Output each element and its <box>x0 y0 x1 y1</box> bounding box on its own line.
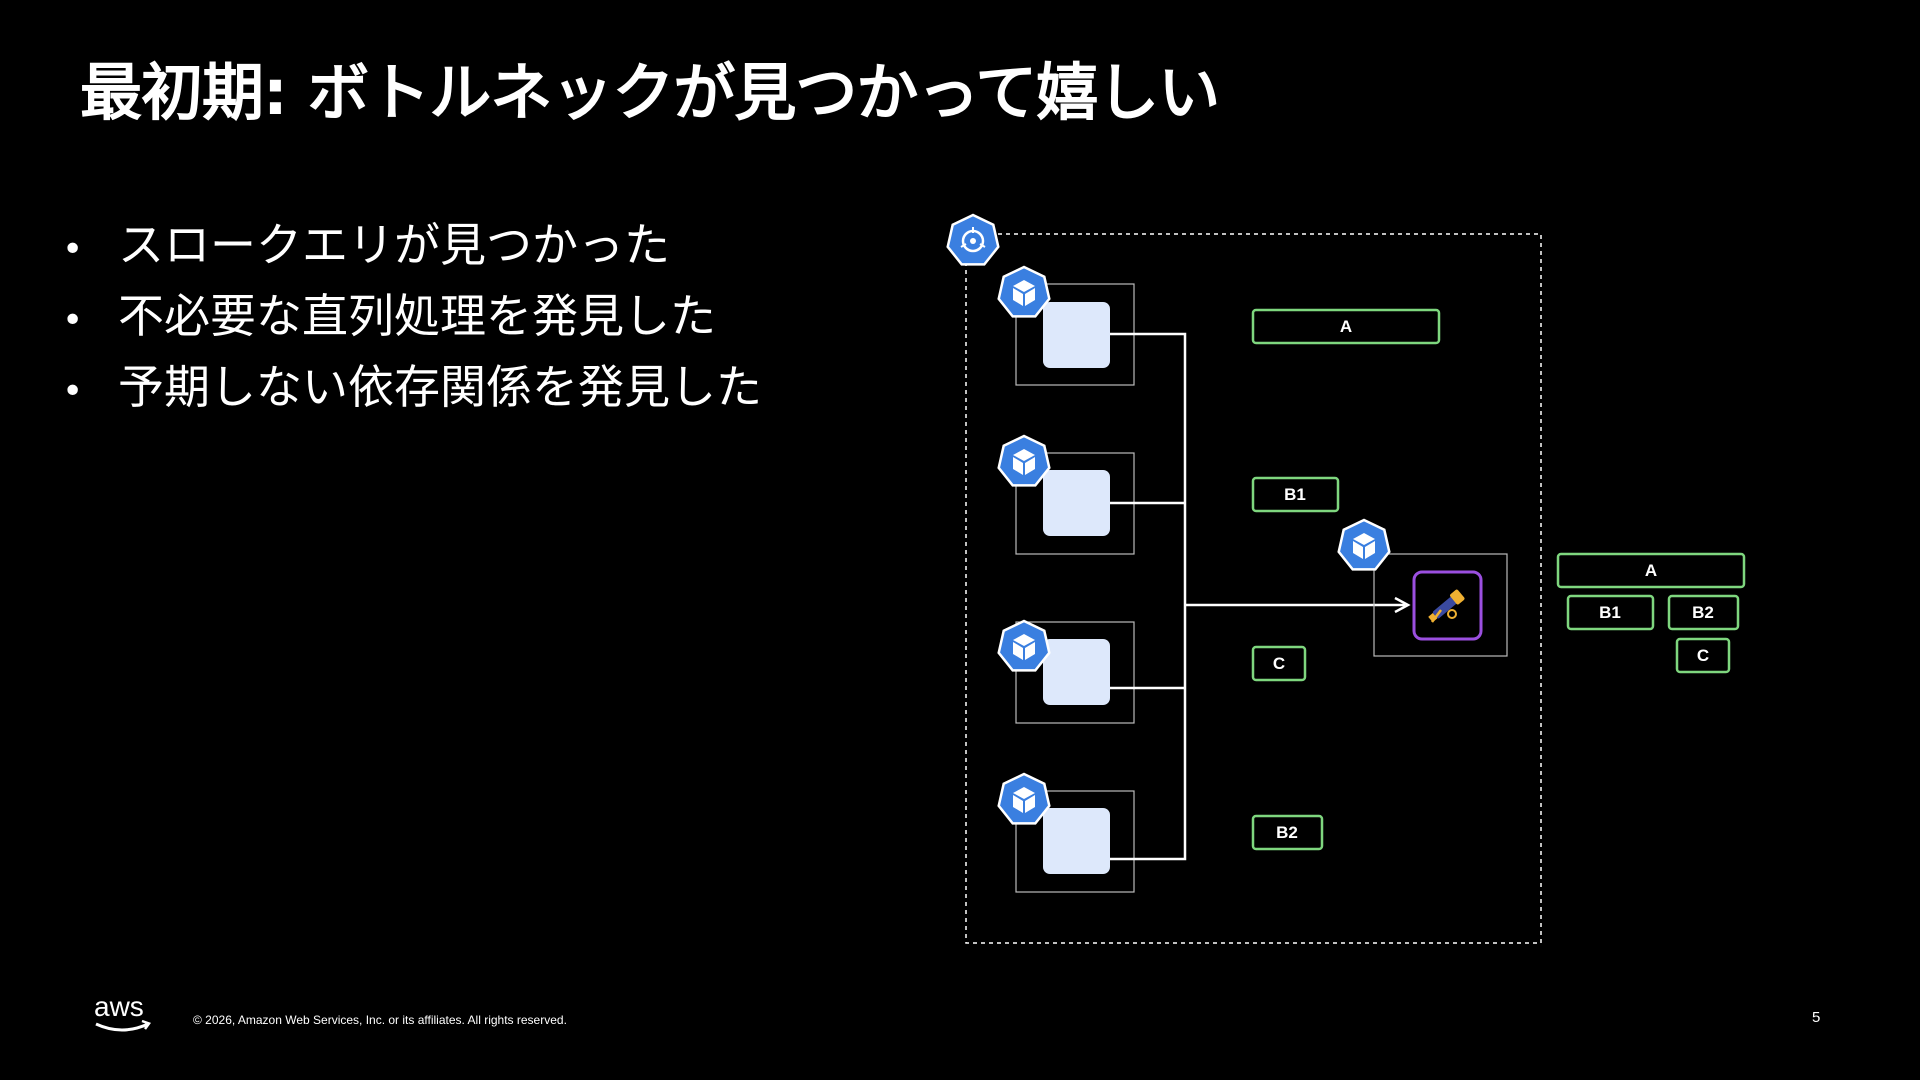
pod-1 <box>997 265 1135 386</box>
kubernetes-pod-icon <box>1337 518 1391 571</box>
kubernetes-cluster-icon <box>946 213 1000 266</box>
bullet-dot: • <box>62 371 84 412</box>
pod-4 <box>997 772 1135 893</box>
bullet-item: • 予期しない依存関係を発見した <box>62 352 762 423</box>
bullet-text: スロークエリが見つかった <box>118 218 670 272</box>
bullet-list: • スロークエリが見つかった • 不必要な直列処理を発見した • 予期しない依存関係を… <box>62 210 762 423</box>
copyright-footer: © 2026, Amazon Web Services, Inc. or its… <box>193 1013 567 1027</box>
connector-lines <box>1110 332 1411 861</box>
kubernetes-pod-icon <box>997 619 1051 672</box>
bullet-item: • スロークエリが見つかった <box>62 210 762 281</box>
pod-3 <box>997 619 1135 724</box>
trace-span-a: A <box>1556 552 1746 589</box>
trace-span-c: C <box>1675 637 1731 674</box>
span-a: A <box>1251 308 1441 345</box>
bullet-dot: • <box>62 229 84 270</box>
span-b1: B1 <box>1251 476 1340 513</box>
bullet-item: • 不必要な直列処理を発見した <box>62 281 762 352</box>
bullet-text: 予期しない依存関係を発見した <box>118 360 762 414</box>
span-label: A <box>1340 317 1352 336</box>
span-label: C <box>1697 646 1709 665</box>
span-label: B1 <box>1284 485 1306 504</box>
kubernetes-pod-icon <box>997 772 1051 825</box>
aws-logo: aws <box>92 990 156 1040</box>
slide-title: 最初期: ボトルネックが見つかって嬉しい <box>80 56 1220 129</box>
trace-span-b2: B2 <box>1667 594 1740 631</box>
kubernetes-pod-icon <box>997 265 1051 318</box>
trace-span-b1: B1 <box>1566 594 1655 631</box>
span-label: B2 <box>1692 603 1714 622</box>
cluster-boundary <box>965 233 1542 944</box>
aws-logo-text: aws <box>94 991 144 1022</box>
kubernetes-pod-icon <box>997 434 1051 487</box>
page-number: 5 <box>1812 1009 1821 1026</box>
span-label: B2 <box>1276 823 1298 842</box>
span-c: C <box>1251 645 1307 682</box>
tracing-collector <box>1337 518 1508 657</box>
span-label: B1 <box>1599 603 1621 622</box>
bullet-text: 不必要な直列処理を発見した <box>118 289 716 343</box>
span-label-group: A B1 C B2 A B1 B2 <box>1251 308 1746 851</box>
bullet-dot: • <box>62 300 84 341</box>
span-label: A <box>1645 561 1657 580</box>
pod-2 <box>997 434 1135 555</box>
span-b2: B2 <box>1251 814 1324 851</box>
span-label: C <box>1273 654 1285 673</box>
trace-waterfall: A B1 B2 C <box>1556 552 1746 674</box>
